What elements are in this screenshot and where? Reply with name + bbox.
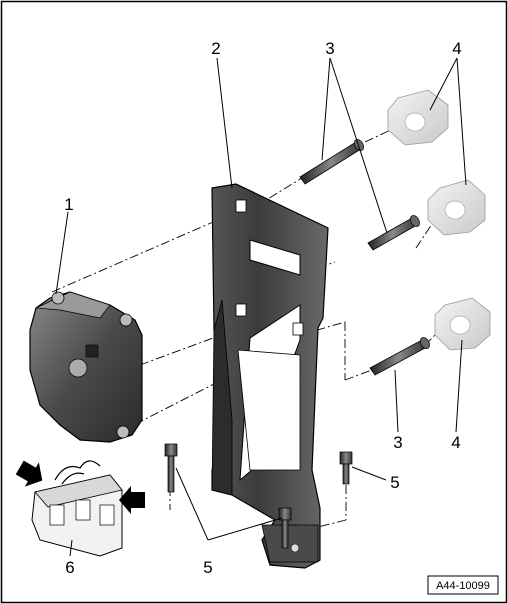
clip-top xyxy=(387,89,449,146)
screw-right xyxy=(339,451,353,485)
callout-5-right: 5 xyxy=(390,473,399,492)
callout-1: 1 xyxy=(64,195,73,214)
bolt-bottom xyxy=(369,337,430,376)
callout-4-top: 4 xyxy=(452,39,461,58)
callout-2: 2 xyxy=(211,39,220,58)
arrow-left-icon xyxy=(15,460,43,487)
bolt-middle xyxy=(367,215,420,251)
screw-left xyxy=(164,443,178,493)
arrow-right-icon xyxy=(119,486,145,514)
bolt-top xyxy=(299,139,364,185)
clip-bottom xyxy=(434,297,491,351)
screw-bottom xyxy=(278,507,292,549)
callout-4-bottom: 4 xyxy=(451,433,460,452)
callout-6: 6 xyxy=(65,558,74,577)
reference-id-box: A44-10099 xyxy=(427,575,499,595)
reference-id: A44-10099 xyxy=(436,580,490,592)
wiring-connector xyxy=(31,460,123,557)
callout-5-bottom: 5 xyxy=(203,558,212,577)
control-unit xyxy=(29,291,143,443)
callout-3-bottom: 3 xyxy=(393,433,402,452)
clip-middle xyxy=(427,179,486,236)
leader-lines xyxy=(55,57,467,557)
callout-3-top: 3 xyxy=(325,39,334,58)
mounting-bracket xyxy=(211,183,329,569)
